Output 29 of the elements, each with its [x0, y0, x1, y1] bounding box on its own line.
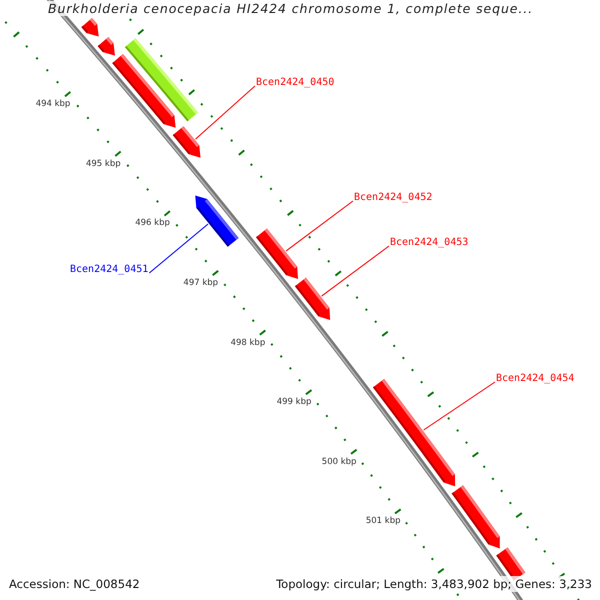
- leader-line: [286, 200, 354, 252]
- gene-label: Bcen2424_0450: [256, 77, 334, 89]
- leader-line: [195, 86, 256, 140]
- gene-feature: [112, 54, 176, 128]
- leader-line: [321, 246, 390, 297]
- scale-label: 496 kbp: [135, 218, 170, 230]
- scale-label: 497 kbp: [183, 278, 218, 289]
- scale-label: 495 kbp: [86, 158, 121, 170]
- gene-label: Bcen2424_0454: [496, 373, 574, 385]
- scale-label: 494 kbp: [36, 99, 70, 110]
- gene-feature: [294, 278, 330, 320]
- gene-label: Bcen2424_0453: [390, 237, 468, 249]
- gene-feature: [256, 228, 298, 279]
- gene-feature: [81, 18, 99, 37]
- genome-summary-text: Topology: circular; Length: 3,483,902 bp; Genes: 3,233: [274, 576, 594, 592]
- scale-label: 500 kbp: [322, 456, 356, 468]
- leader-line: [423, 382, 496, 430]
- scale-label: 498 kbp: [230, 338, 266, 349]
- scale-label: 499 kbp: [276, 397, 312, 408]
- gene-label: Bcen2424_0452: [354, 192, 432, 204]
- scale-label: 501 kbp: [366, 516, 400, 528]
- accession-text: Accession: NC_008542: [7, 576, 142, 592]
- gene-feature: [172, 126, 200, 158]
- gene-feature: [98, 37, 115, 56]
- gene-label: Bcen2424_0451: [70, 264, 148, 276]
- leader-line: [148, 223, 209, 274]
- gene-feature: [452, 485, 500, 548]
- gene-feature: [372, 378, 456, 486]
- gene-feature: [195, 195, 239, 247]
